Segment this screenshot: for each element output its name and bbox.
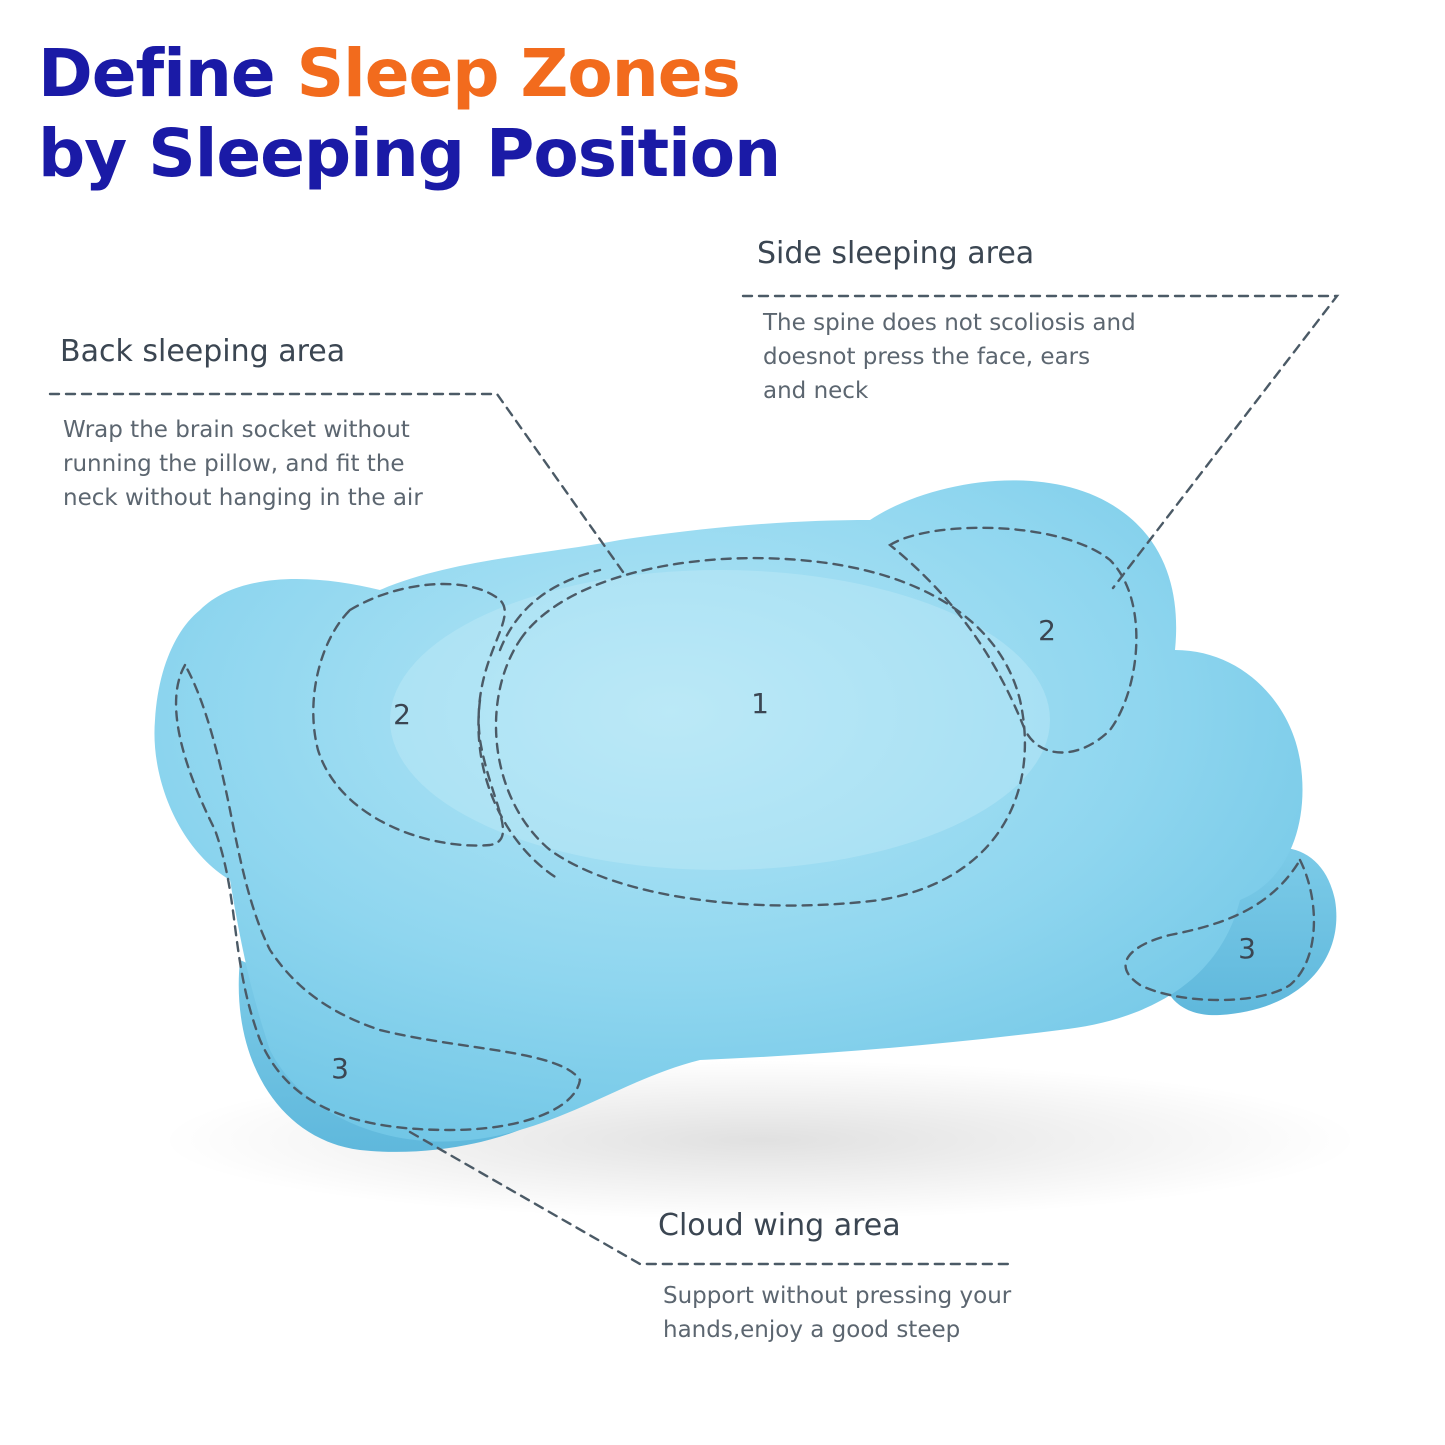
pillow-highlight [390, 570, 1050, 870]
headline-sleep-zones: Sleep Zones [296, 35, 741, 112]
headline-line-2: by Sleeping Position [38, 115, 781, 192]
zone-1-number: 1 [751, 687, 769, 720]
zone-2-left-outline [312, 582, 506, 847]
cloud-area-desc-line: hands,enjoy a good steep [663, 1317, 961, 1343]
zone-2-right-outline [887, 526, 1138, 754]
zone-2-right-number: 2 [1038, 614, 1056, 647]
back-area-title: Back sleeping area [60, 334, 346, 369]
cloud-area-desc-line: Support without pressing your [663, 1283, 1012, 1309]
zone-1-outline [494, 556, 1027, 907]
cloud-area-leader [408, 1130, 1012, 1266]
side-area-leader [741, 294, 1340, 590]
zone-2-left-number: 2 [393, 698, 411, 731]
back-area-leader [48, 392, 625, 574]
back-area-desc-line: Wrap the brain socket without [63, 417, 410, 443]
back-area-desc-line: neck without hanging in the air [63, 485, 423, 511]
pillow-body [154, 480, 1303, 1142]
zone-3-left-outline [174, 662, 582, 1132]
side-area-desc-line: The spine does not scoliosis and [763, 310, 1136, 336]
side-area-description: The spine does not scoliosis and doesnot… [763, 306, 1136, 408]
back-area-description: Wrap the brain socket without running th… [63, 413, 423, 515]
side-area-desc-line: and neck [763, 378, 869, 404]
side-area-title: Side sleeping area [757, 236, 1035, 271]
cloud-area-title: Cloud wing area [658, 1208, 901, 1243]
zone-3-right-outline [1124, 857, 1316, 1002]
side-area-desc-line: doesnot press the face, ears [763, 344, 1091, 370]
headline-define: Define [38, 35, 297, 112]
zone-3-left-number: 3 [331, 1052, 349, 1085]
back-area-desc-line: running the pillow, and fit the [63, 451, 405, 477]
headline-line-1: Define Sleep Zones [38, 34, 780, 114]
headline: Define Sleep Zones by Sleeping Position [38, 34, 781, 194]
zone-3-right-number: 3 [1238, 932, 1256, 965]
cloud-area-description: Support without pressing your hands,enjo… [663, 1279, 1011, 1347]
